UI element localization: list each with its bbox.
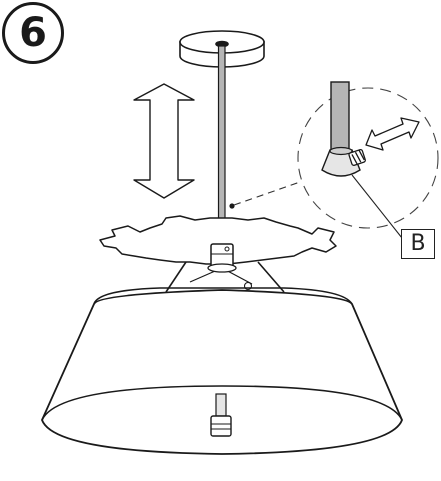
set-screw-icon	[348, 149, 366, 166]
double-arrow-horizontal-icon	[365, 117, 420, 151]
step-number-badge: 6	[2, 2, 64, 64]
callout-leader-line	[229, 181, 301, 209]
mounting-plate	[99, 215, 337, 265]
detail-callout	[297, 81, 439, 239]
suspension-rod	[217, 45, 226, 233]
pendant-shade-icon	[41, 243, 403, 455]
double-arrow-vertical-icon	[133, 83, 195, 199]
callout-label-b: B	[401, 229, 435, 259]
